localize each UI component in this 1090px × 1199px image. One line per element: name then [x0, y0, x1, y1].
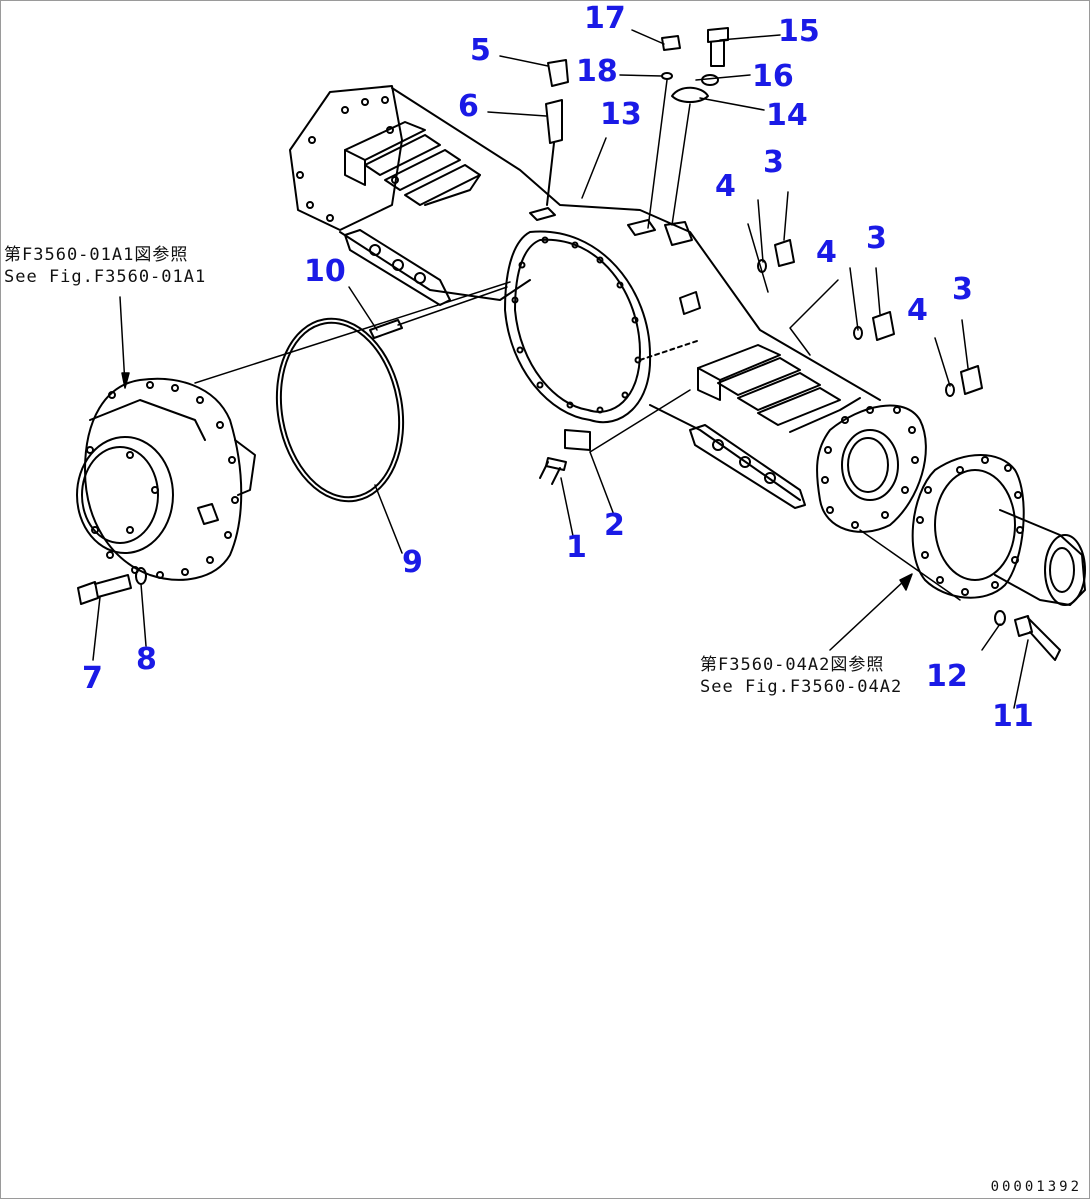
small-parts: [77, 27, 1061, 661]
callout-13: 13: [600, 97, 642, 132]
o-ring-part-9: [275, 317, 405, 503]
callout-8: 8: [136, 642, 157, 677]
callout-12: 12: [926, 659, 968, 694]
callout-2: 2: [604, 508, 625, 543]
callout-14: 14: [766, 98, 808, 133]
right-ref-jp: 第F3560-04A2図参照: [700, 655, 885, 675]
callout-11: 11: [992, 699, 1034, 734]
document-number: 00001392: [990, 1179, 1082, 1195]
callout-16: 16: [752, 59, 794, 94]
callout-4: 4: [907, 293, 928, 328]
right-ref-en: See Fig.F3560-04A2: [700, 677, 903, 697]
left-ref-en: See Fig.F3560-01A1: [4, 267, 207, 287]
callout-3: 3: [952, 272, 973, 307]
callout-15: 15: [778, 14, 820, 49]
callout-18: 18: [576, 54, 618, 89]
callout-7: 7: [82, 661, 103, 696]
callout-17: 17: [584, 1, 626, 36]
left-figure-reference: 第F3560-01A1図参照 See Fig.F3560-01A1: [4, 244, 206, 288]
callout-5: 5: [470, 33, 491, 68]
callout-1: 1: [566, 530, 587, 565]
callout-10: 10: [304, 254, 346, 289]
callout-9: 9: [402, 545, 423, 580]
leader-lines: [92, 29, 1029, 709]
right-final-drive: [911, 454, 1086, 606]
o-ring-part-9-inner: [279, 321, 401, 499]
callout-4: 4: [715, 169, 736, 204]
left-carrier-housing: [76, 377, 256, 581]
axle-housing-body: [289, 85, 927, 533]
callout-6: 6: [458, 89, 479, 124]
callout-3: 3: [866, 221, 887, 256]
callout-3: 3: [763, 145, 784, 180]
left-ref-jp: 第F3560-01A1図参照: [4, 245, 189, 265]
callout-4: 4: [816, 235, 837, 270]
right-figure-reference: 第F3560-04A2図参照 See Fig.F3560-04A2: [700, 654, 902, 698]
